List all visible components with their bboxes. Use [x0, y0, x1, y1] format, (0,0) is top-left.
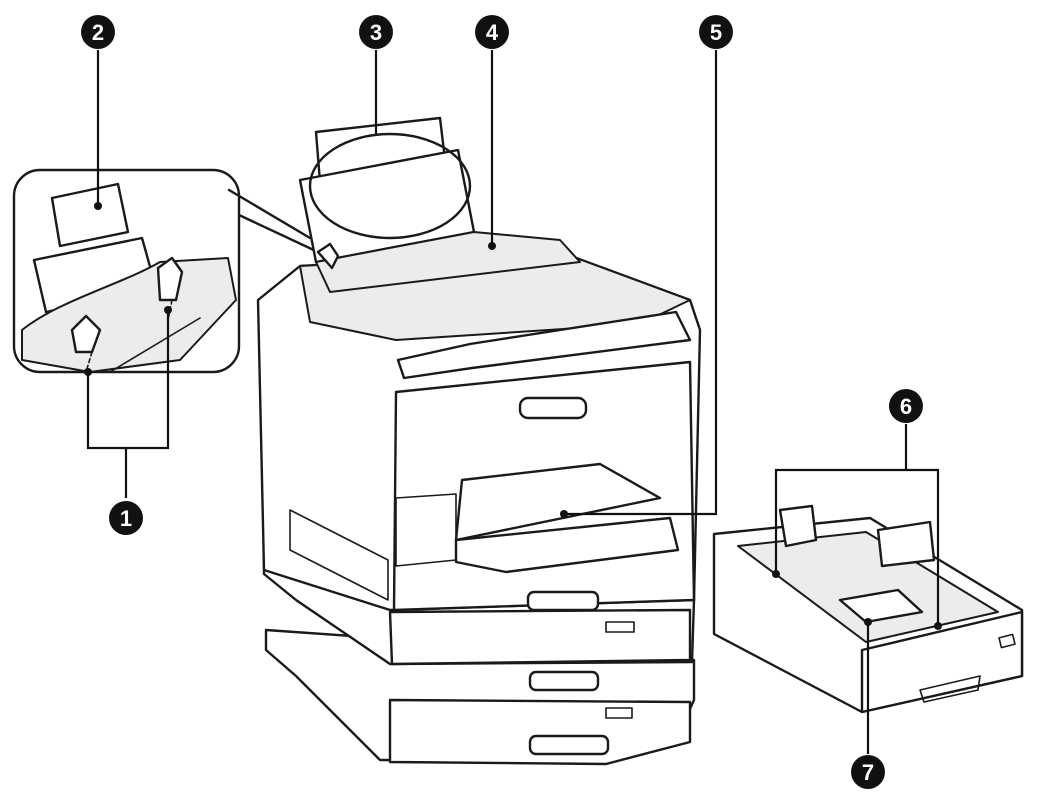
printer-unit	[256, 116, 702, 766]
callout-badge-6: 6	[889, 389, 923, 423]
printer-control-panel	[396, 310, 692, 380]
rear-feed-edge-guide	[316, 242, 340, 270]
inset-inner-edge	[109, 317, 201, 373]
callout-number: 5	[710, 20, 722, 45]
front-cover-handle	[518, 396, 588, 420]
callout-2-dot	[94, 202, 102, 210]
optional-cassette-upper-front	[388, 608, 692, 666]
callout-number: 1	[120, 506, 132, 531]
callout-1-dot-right	[164, 306, 172, 314]
callout-5-dot	[560, 510, 568, 518]
optional-cassette-upper-label	[605, 621, 635, 633]
callout-number: 4	[486, 20, 499, 45]
inset-edge-guide-right	[156, 256, 184, 302]
cassette-label	[998, 633, 1016, 649]
inset-connector-top	[227, 188, 312, 240]
callout-6-dot-left	[772, 570, 780, 578]
callout-badge-2: 2	[81, 15, 115, 49]
paper-cassette-1-handle	[526, 590, 600, 612]
callout-7-dot	[864, 618, 872, 626]
callout-6-dot-right	[934, 622, 942, 630]
optional-cassette-upper-handle	[528, 670, 600, 692]
optional-cassette-lower-front	[388, 698, 692, 766]
callout-number: 2	[92, 20, 104, 45]
inset-paper-support-extension	[50, 182, 130, 248]
callout-1-bracket	[86, 310, 170, 450]
paper-tray-output	[454, 462, 662, 542]
paper-cassette-removed	[712, 504, 1024, 714]
rear-feed-highlight-ellipse	[308, 132, 472, 240]
callout-number: 6	[900, 394, 912, 419]
cassette-paper-stop	[838, 588, 924, 624]
callout-4-dot	[488, 242, 496, 250]
cassette-handle-cutout	[919, 675, 981, 703]
callout-badge-5: 5	[699, 15, 733, 49]
callout-number: 3	[370, 20, 382, 45]
callout-badge-3: 3	[359, 15, 393, 49]
callout-badges: 1 2 3 4 5 6 7	[81, 15, 923, 789]
callout-badge-1: 1	[109, 501, 143, 535]
callout-1-dot-left	[84, 368, 92, 376]
callout-badge-4: 4	[475, 15, 509, 49]
callout-5-line	[564, 50, 718, 516]
optional-cassette-lower-label	[605, 707, 633, 719]
inset-connector-bottom	[237, 213, 320, 254]
cassette-edge-guide-right	[876, 520, 936, 568]
cassette-front-face	[860, 610, 1024, 714]
front-tray-lower-lip	[395, 493, 457, 567]
cassette-inner-floor	[737, 531, 999, 643]
callout-number: 7	[862, 760, 874, 785]
inset-edge-guide-left	[70, 314, 102, 354]
inset-rear-feed-closeup	[12, 168, 320, 374]
cassette-edge-guide-left	[778, 504, 818, 548]
callout-lines	[84, 50, 942, 754]
side-slot	[289, 509, 389, 601]
callout-6-bracket	[774, 468, 940, 626]
inset-frame	[12, 168, 241, 374]
rear-feed-tray-base	[315, 231, 581, 293]
callout-badge-7: 7	[851, 755, 885, 789]
optional-cassette-lower-handle	[528, 734, 610, 756]
